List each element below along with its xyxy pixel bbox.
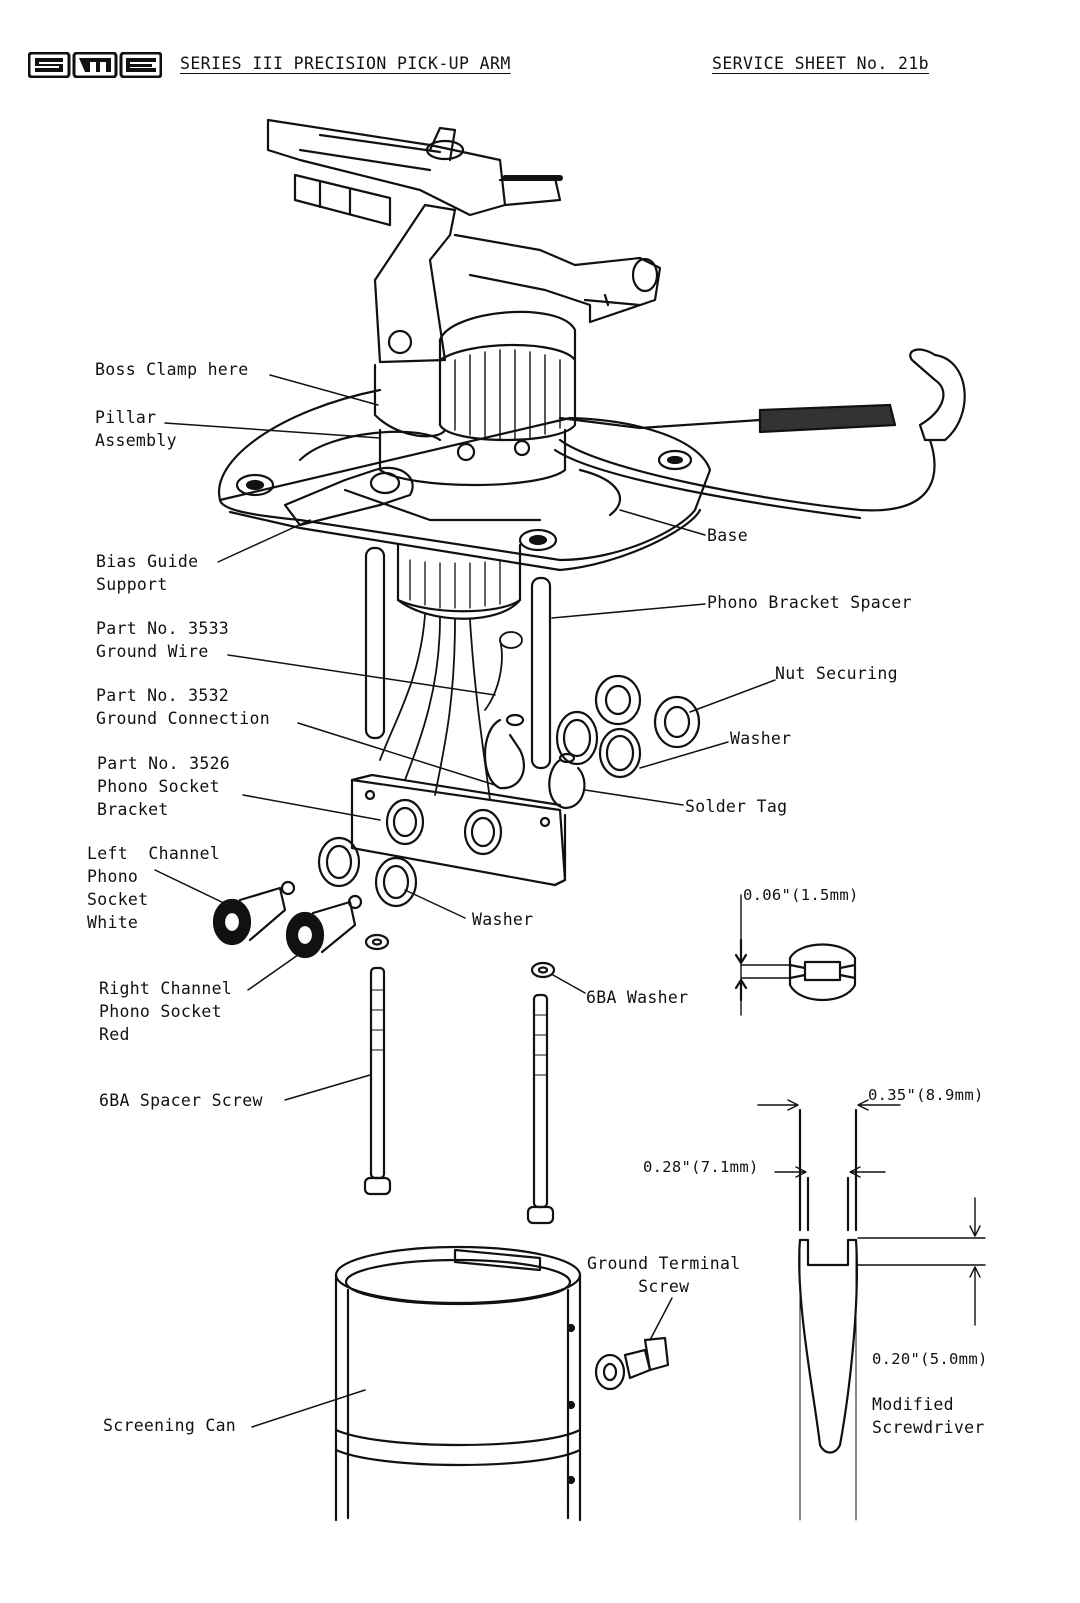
spacer-rod-right	[530, 576, 552, 770]
label-base: Base	[707, 526, 748, 545]
spacer-screw-left	[363, 966, 392, 1196]
label-pillar-assembly: Pillar Assembly	[95, 408, 177, 450]
solder-tags	[483, 713, 586, 810]
phono-socket-left	[212, 880, 296, 946]
dimension-slot-depth: 0.20"(5.0mm)	[872, 1350, 988, 1368]
leader-lines	[154, 374, 776, 1428]
label-bias-guide-support: Bias Guide Support	[96, 552, 199, 594]
screening-can-drawing	[334, 1245, 582, 1522]
dimension-arrows	[757, 1099, 986, 1326]
label-phono-bracket-spacer: Phono Bracket Spacer	[707, 593, 912, 612]
label-modified-screwdriver: Modified Screwdriver	[872, 1395, 985, 1437]
bearing-housing	[373, 310, 577, 487]
label-ground-connection: Part No. 3532 Ground Connection	[96, 686, 270, 728]
gap-detail-drawing	[734, 894, 857, 1016]
arm-head-assembly	[266, 118, 662, 364]
dimension-inner-width: 0.28"(7.1mm)	[643, 1158, 759, 1176]
washer-right	[374, 856, 418, 908]
washer-left	[317, 836, 361, 888]
label-left-channel: Left Channel Phono Socket White	[87, 844, 221, 932]
screwdriver-drawing	[798, 1108, 858, 1521]
nuts-and-washers	[555, 674, 701, 779]
sme-logo	[28, 52, 162, 78]
label-ground-wire: Part No. 3533 Ground Wire	[96, 619, 230, 661]
phono-socket-bracket	[350, 773, 567, 887]
label-solder-tag: Solder Tag	[685, 797, 788, 816]
label-screening-can: Screening Can	[103, 1416, 237, 1435]
sheet-number: SERVICE SHEET No. 21b	[712, 54, 930, 73]
dimension-outer-width: 0.35"(8.9mm)	[868, 1086, 984, 1104]
phono-socket-right	[285, 894, 363, 959]
label-6ba-washer: 6BA Washer	[586, 988, 689, 1007]
label-phono-socket-bracket: Part No. 3526 Phono Socket Bracket	[97, 754, 231, 819]
spacer-screw-right	[526, 993, 555, 1225]
label-washer-upper: Washer	[730, 729, 792, 748]
lift-lever-and-lead	[553, 348, 966, 520]
label-washer-lower: Washer	[472, 910, 534, 929]
wires	[379, 614, 523, 801]
spacer-rod-left	[364, 546, 386, 740]
dimension-gap: 0.06"(1.5mm)	[743, 886, 859, 904]
pillar-lower	[396, 543, 522, 620]
document-title: SERIES III PRECISION PICK-UP ARM	[180, 54, 511, 73]
label-right-channel: Right Channel Phono Socket Red	[99, 979, 233, 1044]
label-6ba-spacer-screw: 6BA Spacer Screw	[99, 1091, 263, 1110]
ground-terminal-screw-drawing	[594, 1336, 670, 1391]
label-ground-terminal-screw: Ground Terminal Screw	[587, 1254, 741, 1296]
label-boss-clamp: Boss Clamp here	[95, 360, 249, 379]
base-plate	[217, 388, 712, 572]
label-nut-securing: Nut Securing	[775, 664, 898, 683]
